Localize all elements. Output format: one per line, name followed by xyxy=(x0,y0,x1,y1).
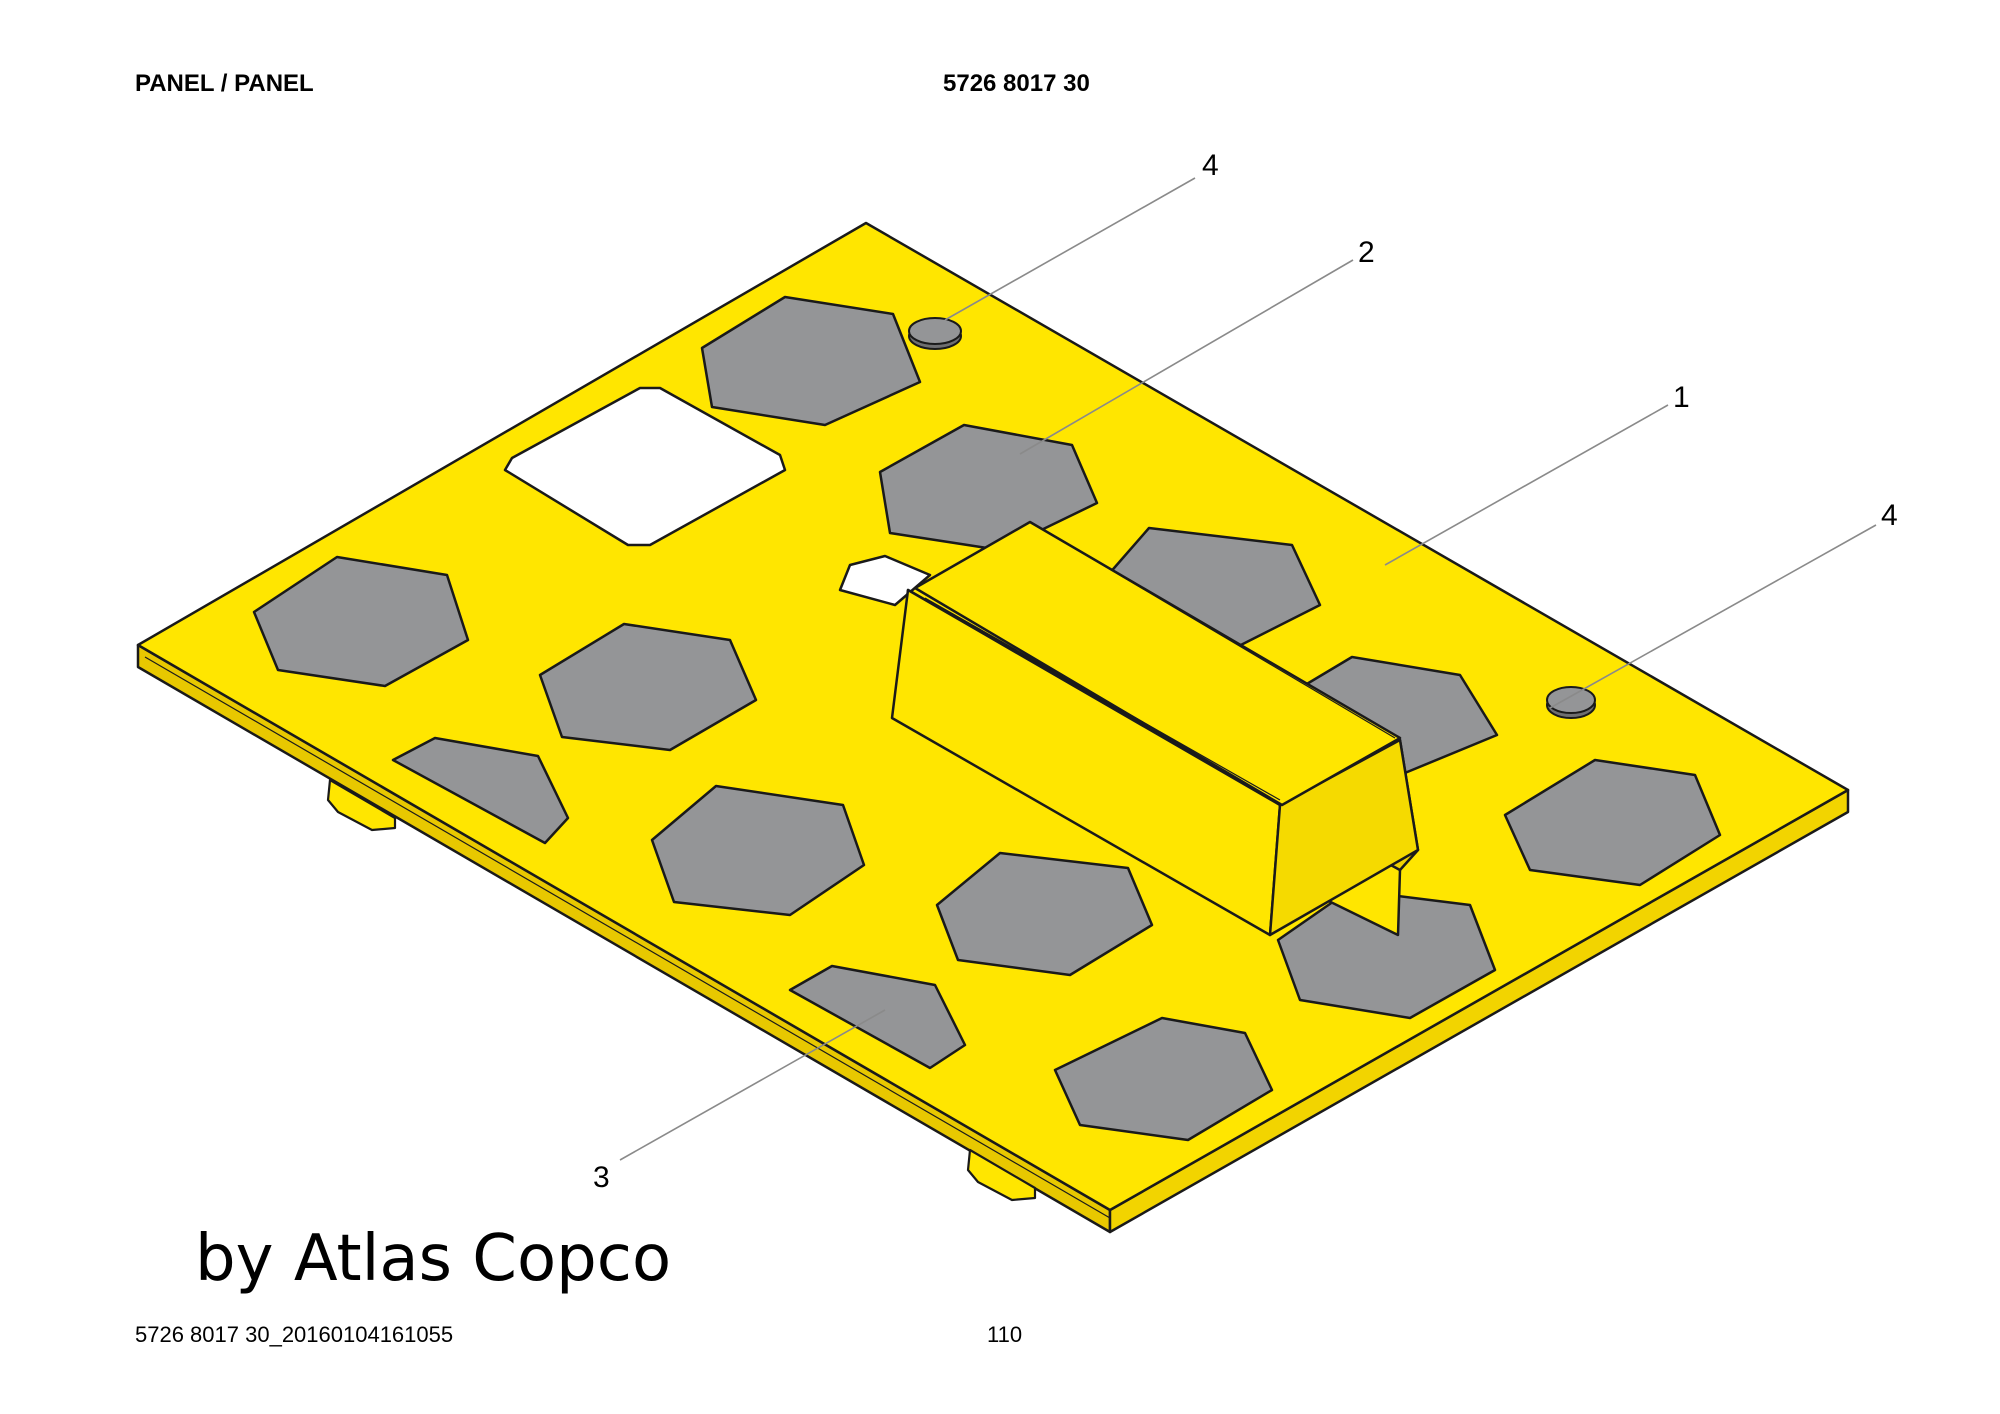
diagram-title: PANEL / PANEL xyxy=(135,70,314,97)
brand-overlay: by Atlas Copco xyxy=(195,1222,672,1296)
part-number: 5726 8017 30 xyxy=(943,70,1090,97)
pad-hex xyxy=(650,784,866,917)
box-edge-line xyxy=(1039,527,1396,739)
pad-hex xyxy=(935,851,1154,977)
callout-4-top: 4 xyxy=(1202,149,1219,182)
callout-4-right: 4 xyxy=(1881,499,1898,532)
round-button-right xyxy=(1546,686,1596,719)
pad-hex xyxy=(1053,1016,1274,1142)
pad-hex xyxy=(700,295,922,427)
panel-edge-line xyxy=(144,656,1111,1219)
callout-1: 1 xyxy=(1673,381,1690,414)
pad-hex xyxy=(1503,758,1722,887)
pad-hex xyxy=(1276,888,1497,1020)
pad-hex xyxy=(252,555,470,688)
leader-line-3 xyxy=(619,1009,886,1161)
round-button-top xyxy=(908,317,962,350)
leader-line-4a xyxy=(944,177,1196,321)
pad-hex xyxy=(538,622,758,752)
leader-line-4b xyxy=(1549,524,1877,709)
callout-3: 3 xyxy=(593,1161,610,1194)
pad-pentagon xyxy=(788,964,967,1070)
mounting-tab-lower xyxy=(966,1148,1037,1202)
pad-pentagon xyxy=(391,736,570,845)
panel-cutout-large xyxy=(503,386,787,547)
leader-line-2 xyxy=(1019,259,1354,455)
mounting-tab-upper xyxy=(326,778,397,832)
document-id: 5726 8017 30_20160104161055 xyxy=(135,1322,454,1347)
callout-2: 2 xyxy=(1358,236,1375,269)
page-number: 110 xyxy=(987,1322,1023,1347)
box-edge-line xyxy=(924,597,1281,801)
box-top-face xyxy=(913,520,1402,807)
leader-line-1 xyxy=(1384,404,1669,566)
